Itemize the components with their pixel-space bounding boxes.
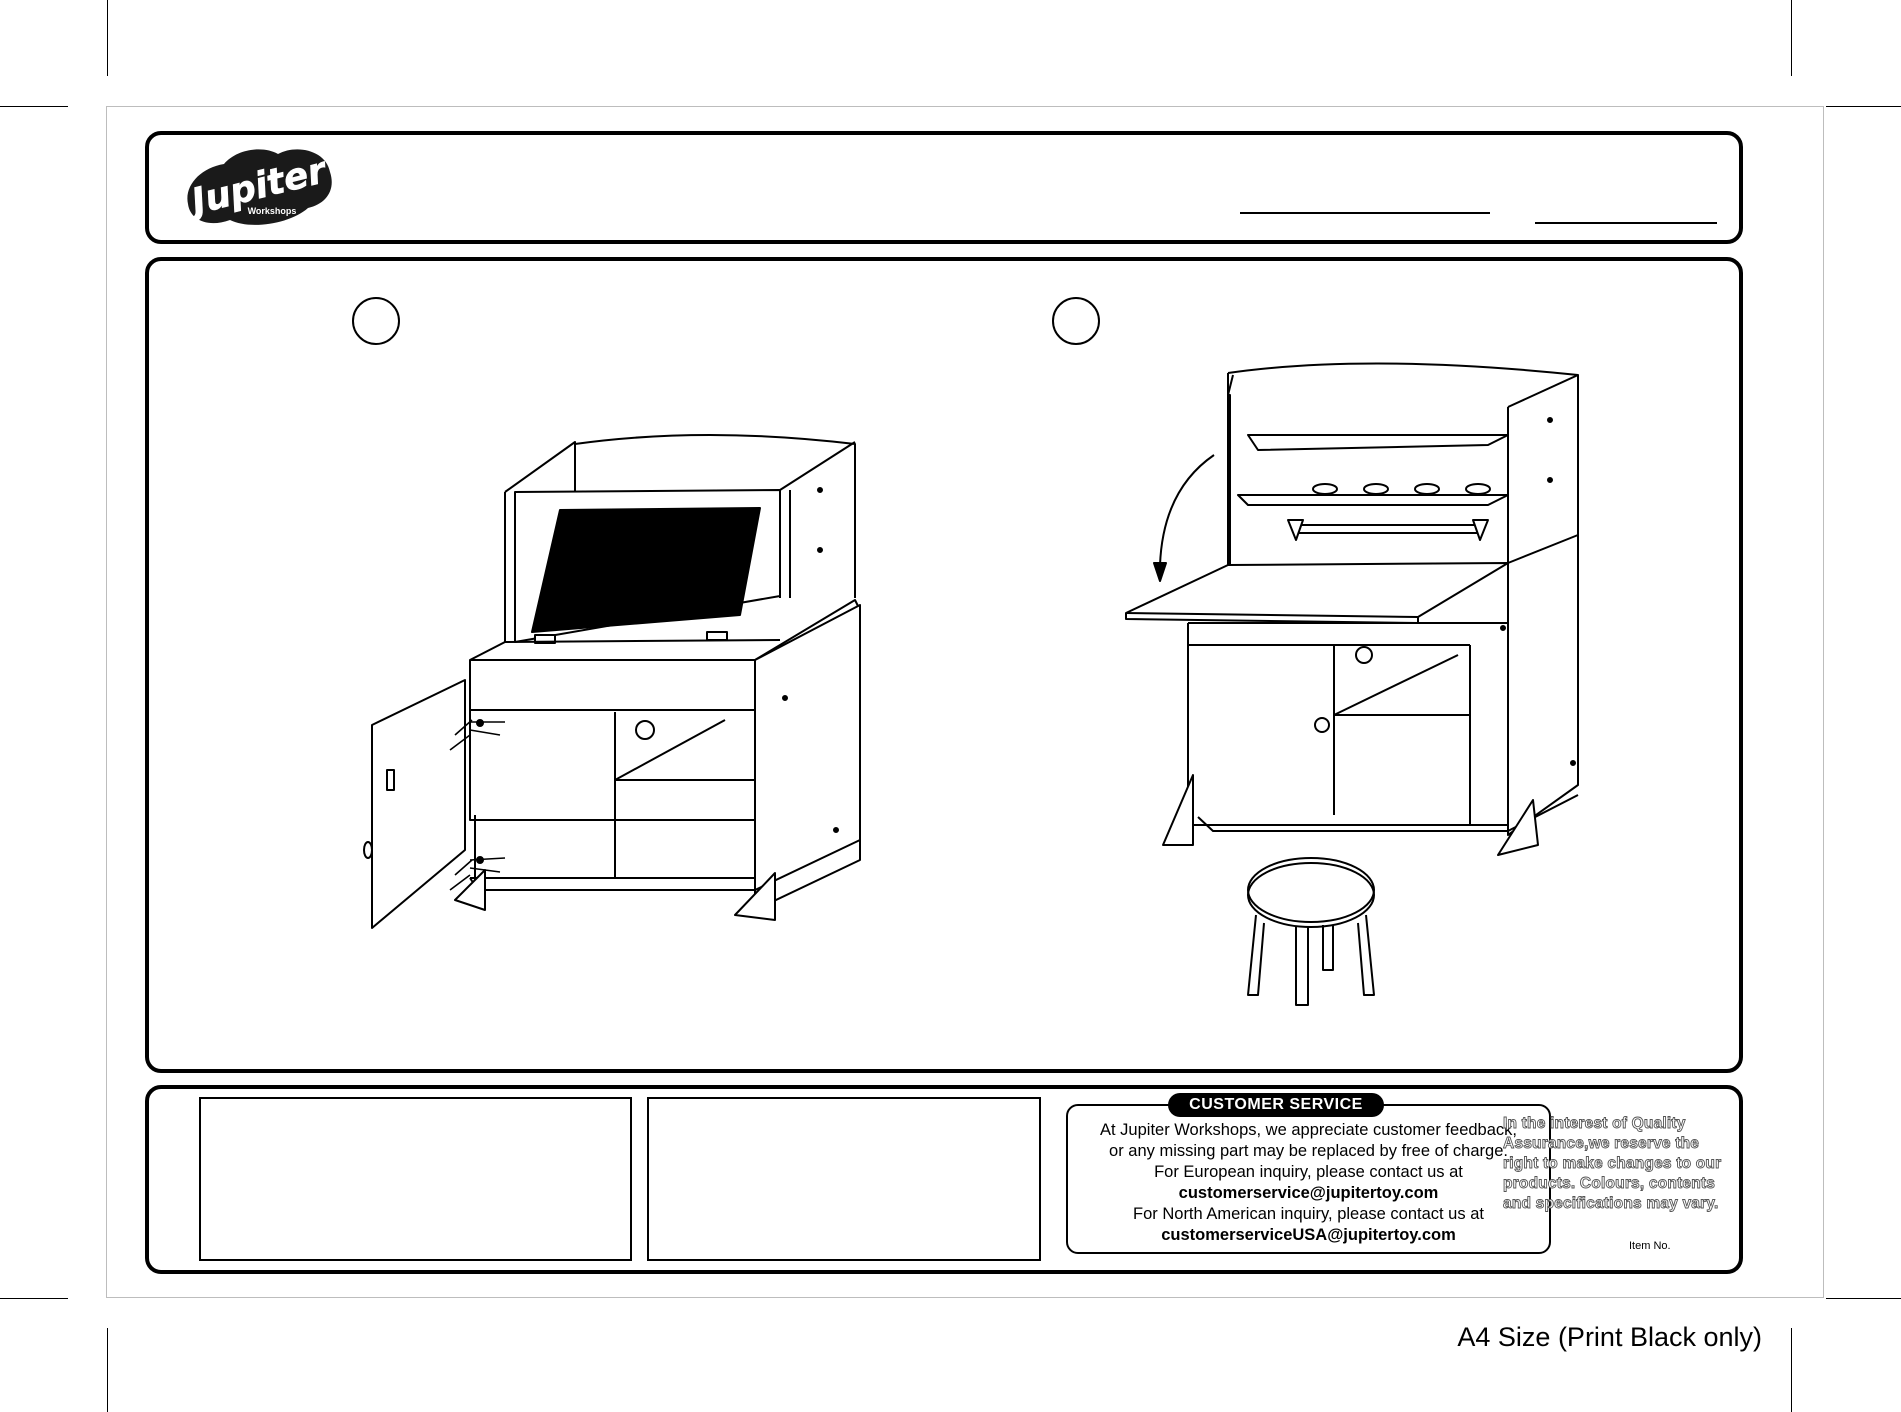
customer-service-text: At Jupiter Workshops, we appreciate cust… (1100, 1121, 1517, 1139)
item-number-label: Item No. (1629, 1240, 1671, 1252)
illustration-panel (145, 257, 1743, 1073)
customer-service-heading: CUSTOMER SERVICE (1168, 1093, 1384, 1117)
customer-service-box: At Jupiter Workshops, we appreciate cust… (1066, 1104, 1551, 1254)
blank-box (199, 1097, 632, 1261)
crop-mark (107, 0, 108, 76)
customer-service-text: For North American inquiry, please conta… (1133, 1205, 1484, 1223)
email-eu-link[interactable]: customerservice@jupitertoy.com (1178, 1184, 1439, 1202)
step-number-circle (352, 297, 400, 345)
customer-service-text: or any missing part may be replaced by f… (1109, 1142, 1508, 1160)
header-field-line (1535, 222, 1717, 224)
crop-mark (1791, 0, 1792, 76)
header-panel (145, 131, 1743, 244)
jupiter-logo: Jupiter Workshops (180, 142, 340, 234)
crop-mark (107, 1328, 108, 1412)
crop-mark (0, 106, 68, 107)
print-size-note: A4 Size (Print Black only) (1457, 1322, 1762, 1352)
blank-box (647, 1097, 1041, 1261)
crop-mark (1826, 1298, 1901, 1299)
crop-mark (1791, 1328, 1792, 1412)
cabinet-illustration-desk-open (1118, 355, 1598, 1015)
logo-subtext: Workshops (248, 206, 297, 216)
email-na-link[interactable]: customerserviceUSA@jupitertoy.com (1161, 1226, 1456, 1244)
header-field-line (1240, 212, 1490, 214)
quality-assurance-note: In the interest of Quality Assurance,we … (1503, 1115, 1722, 1213)
customer-service-text: For European inquiry, please contact us … (1154, 1163, 1463, 1181)
footer-panel (145, 1085, 1743, 1274)
cabinet-illustration-door-assembly (360, 420, 880, 940)
page-sheet (106, 106, 1824, 1298)
step-number-circle (1052, 297, 1100, 345)
crop-mark (0, 1298, 68, 1299)
crop-mark (1826, 106, 1901, 107)
